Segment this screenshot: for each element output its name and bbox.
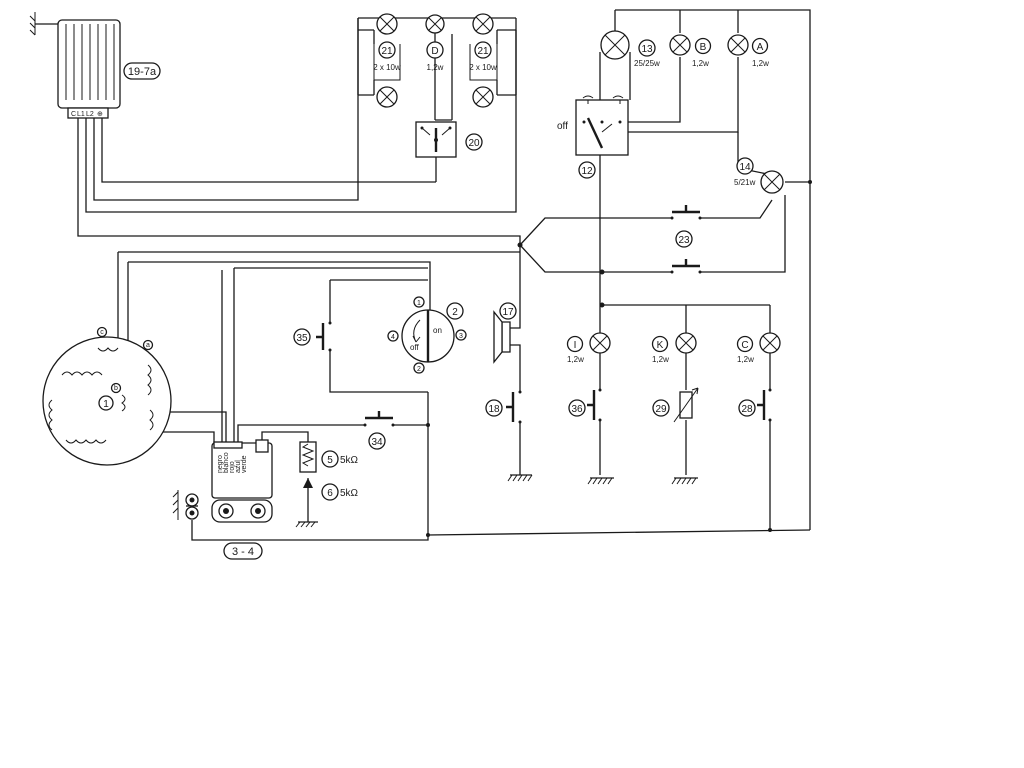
resistor-6-value: 5kΩ — [340, 488, 359, 499]
generator-number: 1 — [103, 399, 109, 410]
cdi-terminal-verde: verde — [241, 455, 248, 473]
button-34-number: 34 — [371, 437, 383, 448]
ignition-switch-on-label: on — [433, 326, 442, 335]
button-34: 34 — [363, 411, 395, 450]
light-switch-12-number: 12 — [581, 166, 593, 177]
resistor-5-value: 5kΩ — [340, 455, 359, 466]
lamp-c-rating: 1,2w — [737, 355, 754, 364]
lamps-21-right-number: 21 — [477, 46, 489, 57]
lamp-d: D 1,2w — [425, 14, 445, 72]
lamp-k: K 1,2w — [651, 332, 697, 364]
resistor-5-number: 5 — [327, 455, 333, 466]
headlight-13: 13 25/25w — [600, 30, 660, 68]
lamp-c-label: C — [741, 340, 748, 351]
lamp-k-rating: 1,2w — [652, 355, 669, 364]
ignition-terminal-4: 4 — [391, 334, 395, 341]
switch-20-number: 20 — [468, 138, 480, 149]
light-switch-12: off 12 — [557, 95, 629, 179]
cdi-terminal-rojo: rojo — [229, 461, 236, 473]
junctions — [426, 180, 812, 537]
cdi-terminal-azul: azul — [235, 460, 242, 473]
regulator-terminal-l2: L2 — [86, 111, 94, 118]
button-18: 18 — [485, 390, 533, 482]
switch-28: 28 — [738, 388, 772, 422]
switch-36: 36 — [568, 388, 614, 485]
lamp-i-label: I — [574, 340, 577, 351]
tail-lamp-14-rating: 5/21w — [734, 178, 756, 187]
wiring — [77, 9, 811, 541]
headlight-13-number: 13 — [641, 44, 653, 55]
button-35: 35 — [293, 321, 332, 352]
lamp-i: I 1,2w — [566, 332, 611, 364]
regulator-19-7a: C L1 L2 ⊕ 19-7a — [29, 12, 161, 119]
regulator-terminal-c: C — [71, 111, 76, 118]
lamp-d-rating: 1,2w — [427, 63, 444, 72]
lamps-21-left-rating: 2 x 10w — [373, 63, 401, 72]
lamp-a: A 1,2w — [727, 34, 769, 68]
ignition-terminal-2: 2 — [417, 366, 421, 373]
lamp-b-label: B — [700, 42, 707, 53]
sensor-29-number: 29 — [655, 404, 667, 415]
cdi-terminal-negro: negro — [217, 455, 224, 473]
lamp-a-label: A — [757, 42, 764, 53]
tail-lamp-14-number: 14 — [739, 162, 751, 173]
generator-coil-c: c — [100, 329, 104, 336]
switch-28-number: 28 — [741, 404, 753, 415]
horn-17-number: 17 — [502, 307, 514, 318]
generator-coil-b: b — [114, 385, 118, 392]
lamps-21-right-rating: 2 x 10w — [469, 63, 497, 72]
ignition-switch-off-label: off — [410, 343, 420, 352]
ignition-switch-number: 2 — [452, 307, 458, 318]
resistor-6: 6 5kΩ — [295, 478, 359, 528]
lamp-c: C 1,2w — [736, 332, 781, 364]
lamp-d-label: D — [431, 46, 438, 57]
horn-17: 17 — [493, 302, 517, 364]
cdi-terminal-blanco: blanco — [223, 452, 230, 473]
button-35-number: 35 — [296, 333, 308, 344]
regulator-number: 19-7a — [128, 66, 157, 78]
lamp-a-rating: 1,2w — [752, 59, 769, 68]
headlight-13-rating: 25/25w — [634, 59, 660, 68]
buttons-23: 23 — [670, 205, 702, 274]
generator-coil-a: a — [146, 342, 150, 349]
resistor-5: 5 5kΩ — [299, 441, 359, 473]
light-switch-12-off-label: off — [557, 121, 568, 132]
cdi-unit-3-4: negro blanco rojo azul verde 3 - 4 — [211, 439, 273, 560]
regulator-terminal-l1: L1 — [77, 111, 85, 118]
lamp-k-label: K — [657, 340, 664, 351]
lamps-21-right: 21 2 x 10w — [469, 13, 498, 108]
lamp-b: B 1,2w — [669, 34, 712, 68]
ignition-switch-2: on off 1 2 3 4 2 — [387, 296, 467, 374]
ignition-terminal-3: 3 — [459, 333, 463, 340]
generator-1: 1 c a b — [42, 326, 172, 466]
lamp-b-rating: 1,2w — [692, 59, 709, 68]
regulator-terminal-ground: ⊕ — [97, 111, 103, 118]
button-18-number: 18 — [488, 404, 500, 415]
cdi-unit-number: 3 - 4 — [232, 546, 254, 558]
lamps-21-left: 21 2 x 10w — [373, 13, 401, 108]
lamp-i-rating: 1,2w — [567, 355, 584, 364]
resistor-6-number: 6 — [327, 488, 333, 499]
buttons-23-number: 23 — [678, 235, 690, 246]
sensor-29: 29 — [652, 387, 699, 485]
lamps-21-left-number: 21 — [381, 46, 393, 57]
ignition-terminal-1: 1 — [417, 300, 421, 307]
switch-36-number: 36 — [571, 404, 583, 415]
spark-plug-icon — [172, 490, 199, 520]
tail-lamp-14: 14 5/21w — [734, 157, 784, 194]
switch-20: 20 — [415, 121, 483, 158]
